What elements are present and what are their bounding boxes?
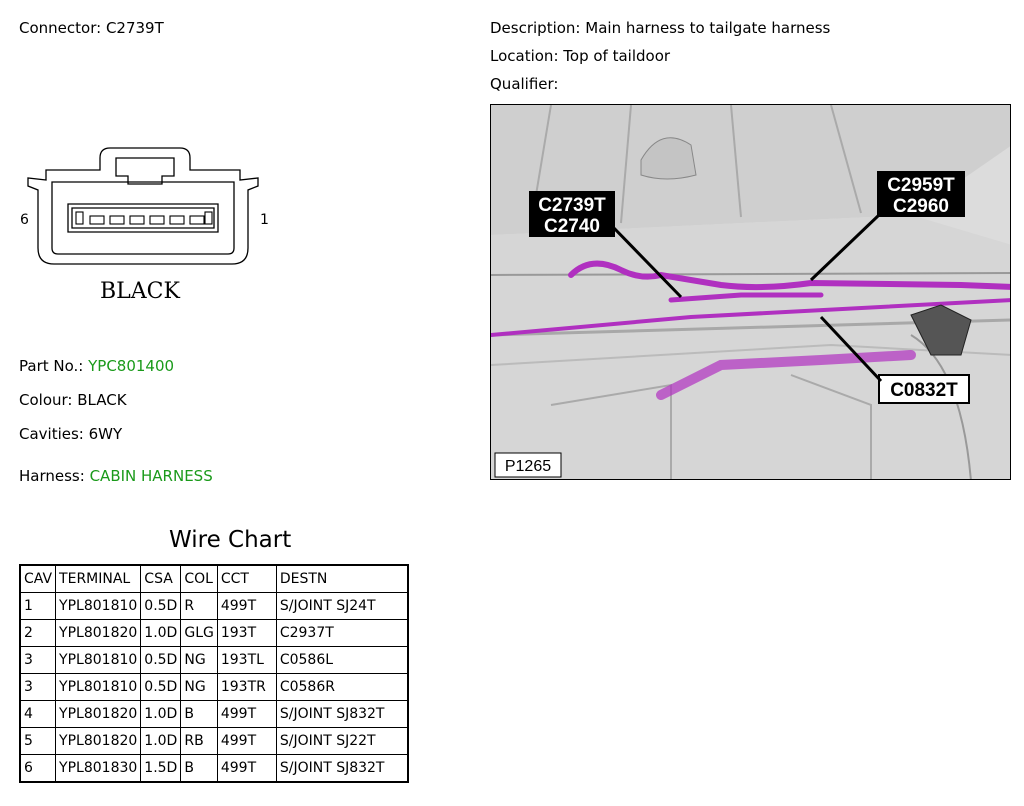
cell-destn: S/JOINT SJ24T	[275, 592, 409, 620]
cell-csa: 1.0D	[140, 727, 182, 755]
cell-csa: 0.5D	[140, 592, 182, 620]
cell-terminal: YPL801820	[55, 727, 142, 755]
cell-terminal: YPL801810	[55, 646, 142, 674]
description-label: Description:	[490, 19, 581, 37]
location-value: Top of taildoor	[563, 47, 671, 65]
part-no-line: Part No.: YPC801400	[19, 357, 174, 375]
cell-destn: S/JOINT SJ832T	[275, 700, 409, 728]
qualifier-line: Qualifier:	[490, 75, 558, 93]
pin-1-label: 1	[260, 212, 268, 228]
cell-col: RB	[180, 727, 218, 755]
cell-cav: 1	[19, 592, 57, 620]
cavities-label: Cavities:	[19, 425, 84, 443]
cell-cav: 2	[19, 619, 57, 647]
cell-destn: S/JOINT SJ832T	[275, 754, 409, 783]
cell-cct: 193TR	[216, 673, 277, 701]
cell-cav: 4	[19, 700, 57, 728]
header-destn: DESTN	[275, 564, 409, 593]
cell-cct: 499T	[216, 592, 277, 620]
connector-value: C2739T	[105, 19, 164, 37]
description-line: Description: Main harness to tailgate ha…	[490, 19, 830, 37]
cavities-line: Cavities: 6WY	[19, 425, 122, 443]
table-row: 6 YPL801830 1.5D B 499T S/JOINT SJ832T	[19, 754, 409, 783]
header-terminal: TERMINAL	[55, 564, 142, 593]
header-col: COL	[180, 564, 218, 593]
harness-value[interactable]: CABIN HARNESS	[89, 467, 213, 485]
cell-csa: 1.0D	[140, 700, 182, 728]
cell-csa: 0.5D	[140, 673, 182, 701]
cell-csa: 1.0D	[140, 619, 182, 647]
cell-terminal: YPL801820	[55, 619, 142, 647]
callout-b-line2: C2960	[893, 196, 949, 217]
table-row: 1 YPL801810 0.5D R 499T S/JOINT SJ24T	[19, 592, 409, 620]
location-label: Location:	[490, 47, 559, 65]
table-header-row: CAV TERMINAL CSA COL CCT DESTN	[19, 564, 409, 593]
wire-chart-title: Wire Chart	[169, 527, 292, 553]
description-value: Main harness to tailgate harness	[585, 19, 831, 37]
cell-destn: C0586L	[275, 646, 409, 674]
header-csa: CSA	[140, 564, 182, 593]
cell-terminal: YPL801810	[55, 673, 142, 701]
cell-cav: 3	[19, 673, 57, 701]
cell-terminal: YPL801810	[55, 592, 142, 620]
part-no-value[interactable]: YPC801400	[88, 357, 175, 375]
cell-cav: 3	[19, 646, 57, 674]
table-row: 5 YPL801820 1.0D RB 499T S/JOINT SJ22T	[19, 727, 409, 755]
cell-cav: 6	[19, 754, 57, 783]
callout-a-line2: C2740	[544, 216, 600, 237]
cell-csa: 1.5D	[140, 754, 182, 783]
connector-face-diagram: 6 1 BLACK	[20, 147, 268, 304]
callout-c: C0832T	[890, 380, 958, 401]
callout-b-line1: C2959T	[887, 175, 955, 196]
cell-terminal: YPL801830	[55, 754, 142, 783]
cell-col: R	[180, 592, 218, 620]
cell-col: GLG	[180, 619, 218, 647]
harness-label: Harness:	[19, 467, 85, 485]
pin-6-label: 6	[20, 212, 29, 228]
cell-col: B	[180, 700, 218, 728]
cell-cct: 499T	[216, 700, 277, 728]
cell-col: NG	[180, 646, 218, 674]
table-row: 4 YPL801820 1.0D B 499T S/JOINT SJ832T	[19, 700, 409, 728]
cell-cct: 499T	[216, 754, 277, 783]
table-row: 3 YPL801810 0.5D NG 193TL C0586L	[19, 646, 409, 674]
part-no-label: Part No.:	[19, 357, 84, 375]
cell-cav: 5	[19, 727, 57, 755]
cell-cct: 193T	[216, 619, 277, 647]
cell-cct: 193TL	[216, 646, 277, 674]
callout-a-line1: C2739T	[538, 195, 606, 216]
wire-chart-table: CAV TERMINAL CSA COL CCT DESTN 1 YPL8018…	[19, 564, 409, 783]
header-cav: CAV	[19, 564, 57, 593]
cell-col: NG	[180, 673, 218, 701]
qualifier-label: Qualifier:	[490, 75, 559, 93]
harness-line: Harness: CABIN HARNESS	[19, 467, 213, 485]
connector-label: Connector:	[19, 19, 102, 37]
location-line: Location: Top of taildoor	[490, 47, 670, 65]
header-cct: CCT	[216, 564, 277, 593]
colour-line: Colour: BLACK	[19, 391, 127, 409]
table-row: 2 YPL801820 1.0D GLG 193T C2937T	[19, 619, 409, 647]
cell-terminal: YPL801820	[55, 700, 142, 728]
table-row: 3 YPL801810 0.5D NG 193TR C0586R	[19, 673, 409, 701]
connector-color-label: BLACK	[100, 279, 180, 304]
location-photo: C2739T C2740 C2959T C2960 C0832T P1265	[490, 104, 1011, 480]
cell-cct: 499T	[216, 727, 277, 755]
cavities-value: 6WY	[88, 425, 123, 443]
photo-reference: P1265	[505, 458, 551, 475]
colour-value: BLACK	[77, 391, 127, 409]
cell-col: B	[180, 754, 218, 783]
cell-destn: C2937T	[275, 619, 409, 647]
cell-destn: C0586R	[275, 673, 409, 701]
connector-line: Connector: C2739T	[19, 19, 164, 37]
colour-label: Colour:	[19, 391, 73, 409]
cell-destn: S/JOINT SJ22T	[275, 727, 409, 755]
cell-csa: 0.5D	[140, 646, 182, 674]
